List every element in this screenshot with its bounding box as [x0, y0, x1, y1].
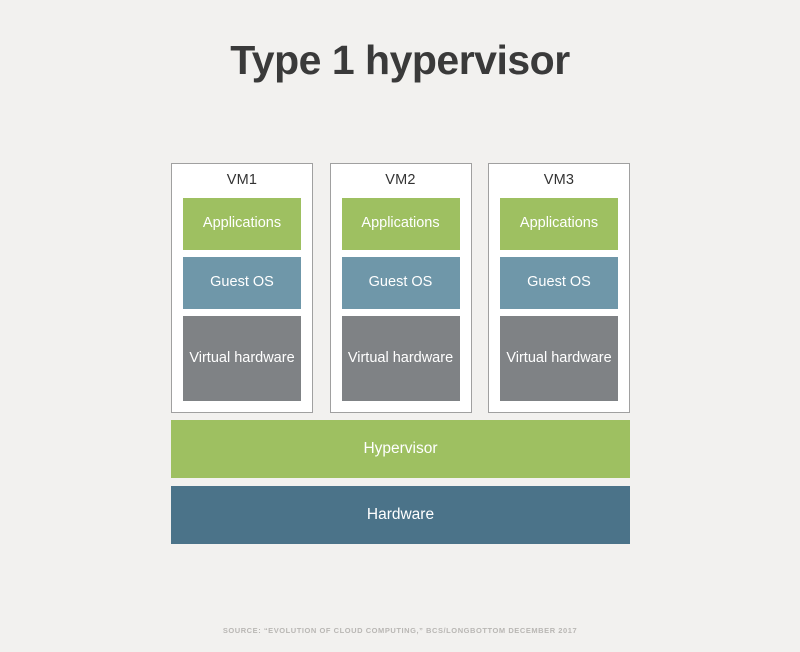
hypervisor-bar: Hypervisor — [171, 420, 630, 478]
vm2-guest-os-block: Guest OS — [341, 256, 460, 309]
vm-label: VM1 — [226, 172, 258, 188]
vm-row: VM1 Applications Guest OS Virtual hardwa… — [171, 163, 630, 413]
vm2-virtual-hardware-block: Virtual hardware — [341, 315, 460, 401]
page-title: Type 1 hypervisor — [230, 37, 570, 83]
vm-card-vm1: VM1 Applications Guest OS Virtual hardwa… — [171, 163, 313, 413]
vm3-virtual-hardware-block: Virtual hardware — [500, 315, 618, 401]
hypervisor-diagram: VM1 Applications Guest OS Virtual hardwa… — [171, 163, 630, 544]
vm-card-vm3: VM3 Applications Guest OS Virtual hardwa… — [488, 163, 630, 413]
vm1-guest-os-block: Guest OS — [183, 256, 301, 309]
source-credit: SOURCE: “EVOLUTION OF CLOUD COMPUTING,” … — [222, 626, 578, 635]
vm3-applications-block: Applications — [500, 197, 618, 250]
hardware-bar: Hardware — [171, 486, 630, 544]
vm1-applications-block: Applications — [183, 197, 301, 250]
vm2-applications-block: Applications — [341, 197, 460, 250]
vm-card-vm2: VM2 Applications Guest OS Virtual hardwa… — [329, 163, 472, 413]
vm3-guest-os-block: Guest OS — [500, 256, 618, 309]
vm1-virtual-hardware-block: Virtual hardware — [183, 315, 301, 401]
vm-label: VM2 — [385, 172, 416, 188]
vm-label: VM3 — [543, 172, 575, 188]
